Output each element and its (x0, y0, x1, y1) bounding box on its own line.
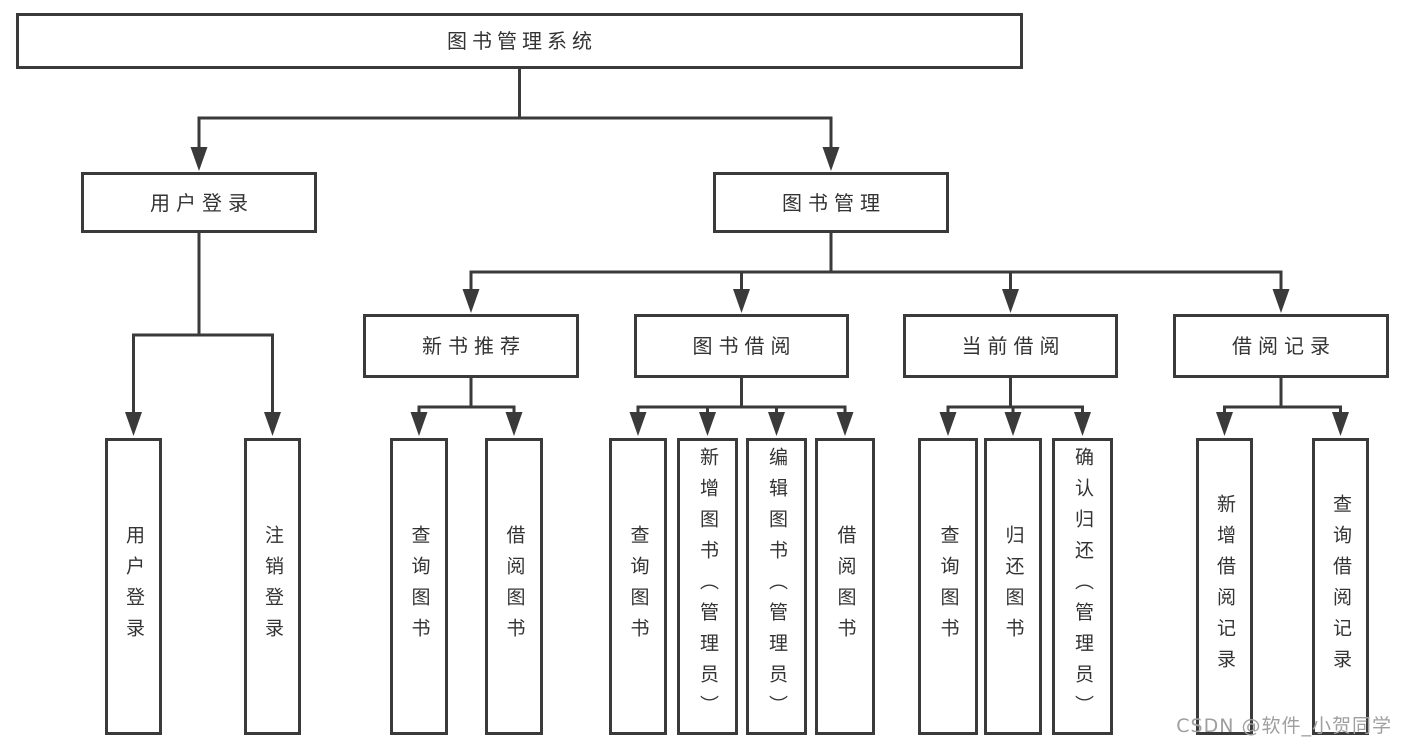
node-new-book-recommendation: 新书推荐 (363, 314, 579, 378)
leaf-add-borrow-record: 新增借阅记录 (1196, 438, 1253, 735)
node-root-label: 图书管理系统 (447, 29, 597, 53)
node-label: 图书管理 (782, 190, 886, 215)
leaf-label: 查询图书 (937, 524, 960, 649)
leaf-confirm-return-admin: 确认归还（管理员） (1052, 438, 1113, 735)
leaf-label: 新增图书（管理员） (697, 447, 719, 726)
node-label: 新书推荐 (422, 334, 526, 358)
leaf-user-login: 用户登录 (105, 438, 162, 735)
leaf-label: 新增借阅记录 (1214, 493, 1236, 680)
leaf-label: 编辑图书（管理员） (766, 447, 788, 726)
leaf-query-books-recommend: 查询图书 (390, 438, 448, 735)
leaf-query-books-borrowing: 查询图书 (609, 438, 667, 735)
leaf-label: 注销登录 (262, 524, 284, 649)
leaf-label: 查询图书 (627, 524, 650, 649)
leaf-borrow-books-recommend: 借阅图书 (485, 438, 543, 735)
leaf-label: 用户登录 (123, 524, 145, 649)
leaf-return-book: 归还图书 (984, 438, 1042, 735)
leaf-logout: 注销登录 (244, 438, 301, 735)
node-label: 图书借阅 (692, 334, 797, 358)
leaf-label: 查询图书 (408, 524, 431, 649)
leaf-add-book-admin: 新增图书（管理员） (677, 438, 738, 735)
watermark: CSDN @软件_小贺同学 (1176, 715, 1392, 737)
node-current-borrowing: 当前借阅 (903, 314, 1118, 378)
leaf-label: 借阅图书 (503, 524, 526, 649)
leaf-query-books-current: 查询图书 (918, 438, 978, 735)
leaf-label: 查询借阅记录 (1330, 493, 1352, 680)
node-label: 当前借阅 (961, 334, 1066, 358)
node-borrowing-records: 借阅记录 (1173, 314, 1389, 378)
leaf-label: 归还图书 (1002, 524, 1025, 649)
leaf-edit-book-admin: 编辑图书（管理员） (746, 438, 807, 735)
node-label: 用户登录 (150, 190, 254, 215)
node-book-management: 图书管理 (713, 172, 949, 233)
node-book-borrowing: 图书借阅 (634, 314, 849, 378)
leaf-label: 借阅图书 (834, 524, 857, 649)
leaf-query-borrow-record: 查询借阅记录 (1312, 438, 1369, 735)
leaf-borrow-books-borrowing: 借阅图书 (815, 438, 875, 735)
leaf-label: 确认归还（管理员） (1072, 447, 1094, 726)
node-root: 图书管理系统 (16, 13, 1023, 69)
node-label: 借阅记录 (1232, 334, 1336, 358)
node-user-login: 用户登录 (81, 172, 317, 233)
